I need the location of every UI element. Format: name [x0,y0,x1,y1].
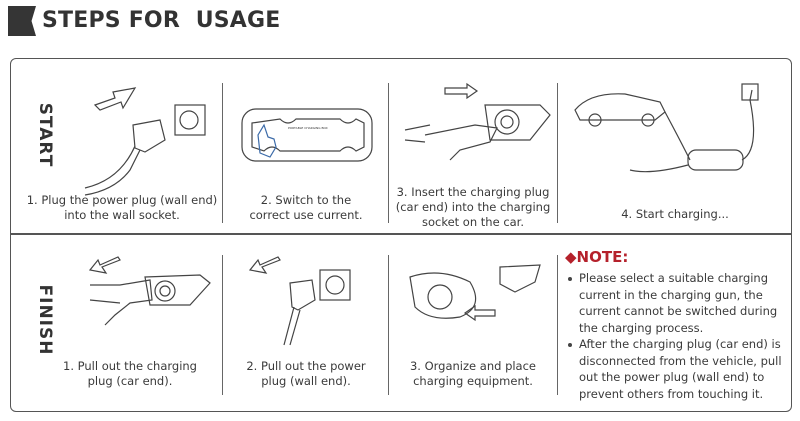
page-title: STEPS FOR USAGE [42,8,281,33]
caption-line: 3. Organize and place [409,359,537,373]
plug-into-wall-illustration [84,87,206,196]
column-divider [222,255,223,395]
step-caption: 2. Pull out the power plug (wall end). [225,359,387,389]
device-label: PORTABLE CHARGING BOX [288,126,328,130]
note-heading: ◆NOTE: [565,248,628,266]
charging-box-illustration [241,108,373,162]
column-divider [388,255,389,395]
section-label-finish: FINISH [35,284,55,356]
organize-equipment-illustration [409,264,541,322]
caption-line: 3. Insert the charging plug [396,185,550,199]
caption-line: plug (car end). [87,374,173,388]
section-label-start: START [35,102,55,168]
caption-line: 2. Switch to the [260,193,352,207]
steps-frame [10,58,792,412]
caption-line: 1. Plug the power plug (wall end) [26,193,218,207]
caption-line: socket on the car. [421,215,525,229]
caption-line: (car end) into the charging [395,200,551,214]
caption-line: 2. Pull out the power [246,359,366,373]
car-charging-illustration [574,83,759,173]
column-divider [388,83,389,223]
note-item: After the charging plug (car end) is dis… [566,336,791,402]
caption-line: plug (wall end). [261,374,351,388]
caption-line: correct use current. [249,208,363,222]
note-list: Please select a suitable charging curren… [566,270,791,402]
caption-line: into the wall socket. [64,208,180,222]
pull-car-plug-illustration [88,256,211,326]
row-divider [10,233,792,235]
header-flag-icon [8,6,36,36]
step-caption: 3. Insert the charging plug (car end) in… [390,185,556,230]
caption-line: 1. Pull out the charging [63,359,197,373]
step-caption: 1. Pull out the charging plug (car end). [40,359,220,389]
pull-wall-plug-illustration [248,256,351,346]
step-caption: 2. Switch to the correct use current. [225,193,387,223]
step-caption: 3. Organize and place charging equipment… [390,359,556,389]
column-divider [557,255,558,395]
caption-line: 4. Start charging... [621,207,729,221]
column-divider [222,83,223,223]
insert-car-plug-illustration [404,82,551,161]
caption-line: charging equipment. [413,374,533,388]
note-item: Please select a suitable charging curren… [566,270,791,336]
diamond-icon: ◆ [565,248,577,266]
step-caption: 1. Plug the power plug (wall end) into t… [22,193,222,223]
column-divider [557,83,558,223]
note-title: NOTE: [576,248,629,266]
step-caption: 4. Start charging... [560,207,790,222]
